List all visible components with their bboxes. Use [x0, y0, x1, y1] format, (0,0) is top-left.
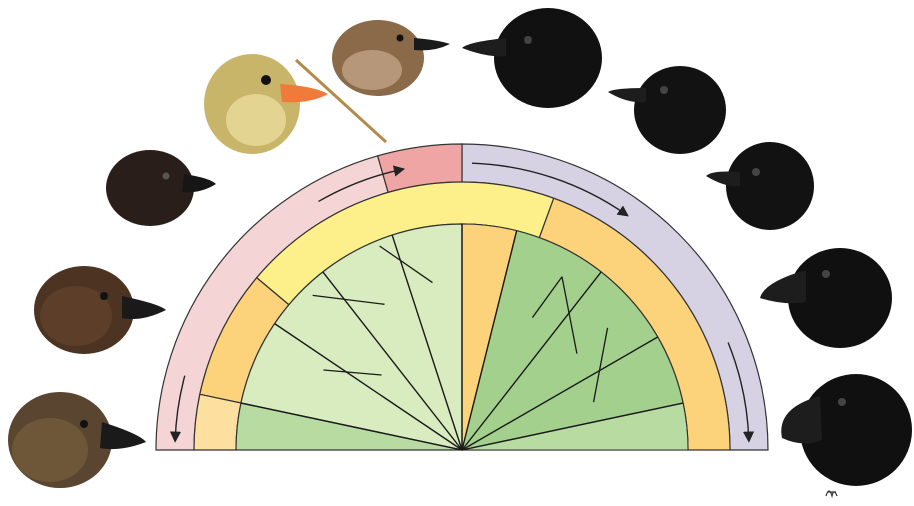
black-finch-bird-icon — [462, 8, 602, 108]
black-finch-bird-icon — [608, 66, 726, 154]
dark-finch-bird-icon — [106, 150, 216, 226]
black-ground-finch-bird-icon — [760, 248, 892, 348]
bird-right-2 — [608, 66, 726, 154]
bird-left-2 — [34, 266, 166, 354]
bird-right-1 — [462, 8, 602, 108]
brown-finch-bird-icon — [34, 266, 166, 354]
middle-ring-left-lower — [194, 394, 241, 450]
bird-left-3 — [106, 150, 216, 226]
black-finch-bird-icon — [706, 142, 814, 230]
brown-finch-bird-icon — [8, 392, 146, 488]
bird-right-4 — [760, 248, 892, 348]
tan-warbler-finch-bird-icon — [332, 20, 450, 96]
bird-left-1 — [8, 392, 146, 488]
bird-right-3 — [706, 142, 814, 230]
artist-signature-icon — [826, 491, 837, 496]
bird-left-5 — [332, 20, 450, 96]
black-large-ground-finch-bird-icon — [781, 374, 912, 486]
bird-right-5 — [781, 374, 912, 486]
